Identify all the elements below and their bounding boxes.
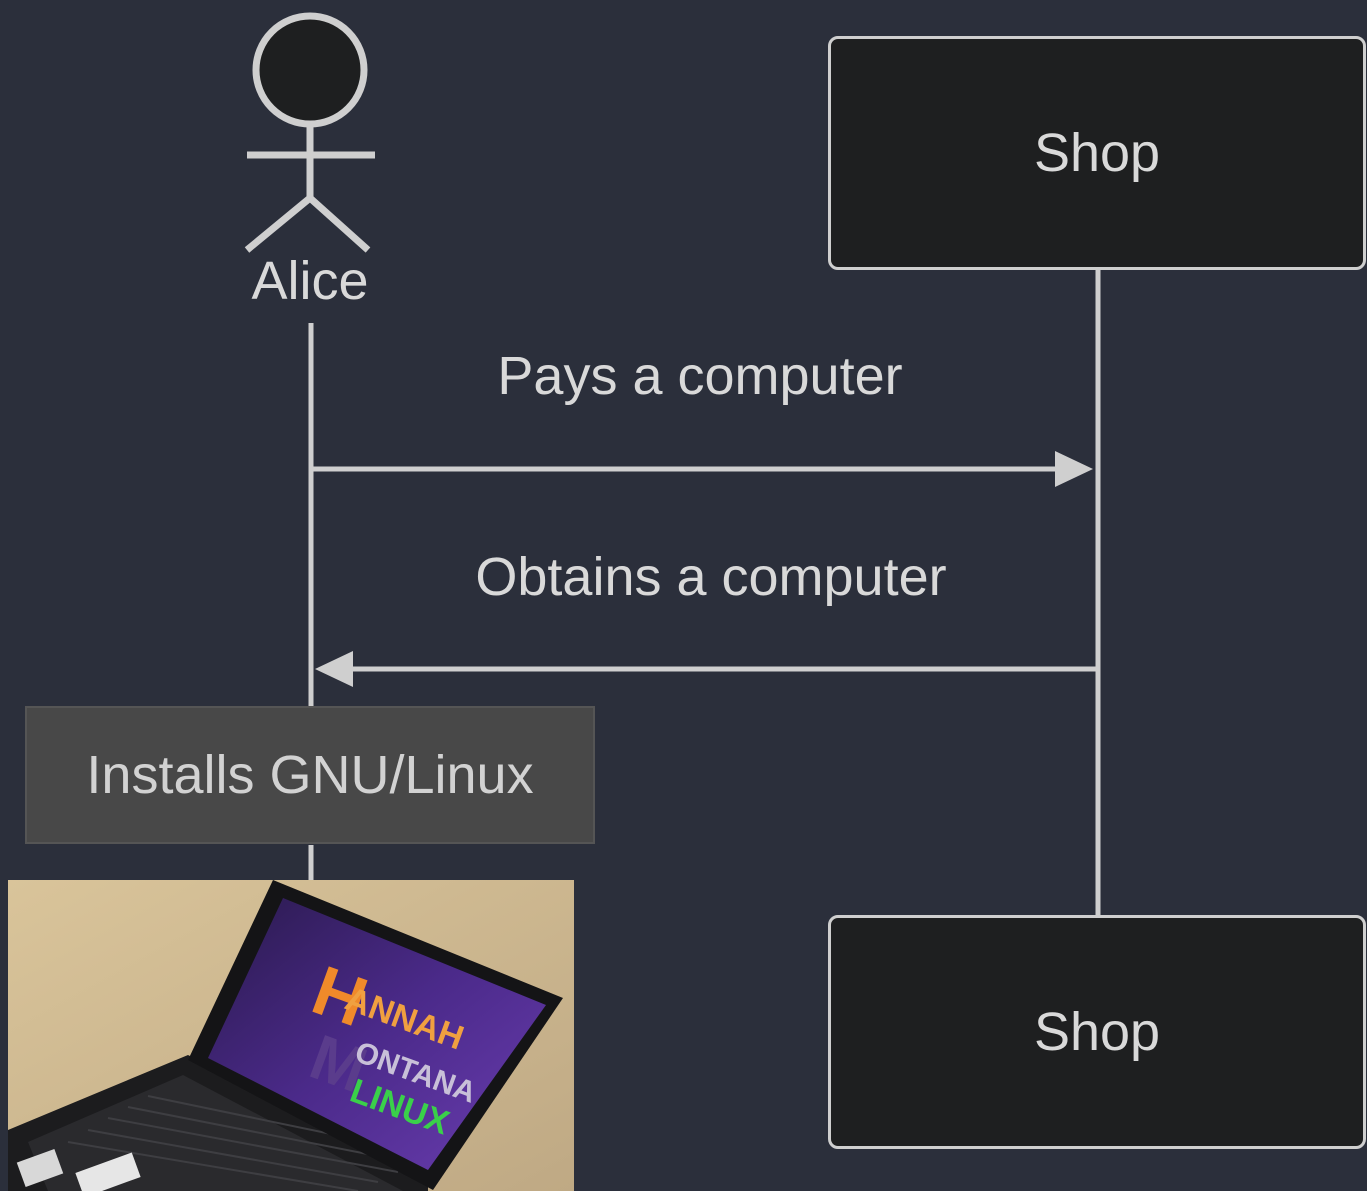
participant-shop-top: Shop	[828, 36, 1366, 270]
laptop-image: H ANNAH M ONTANA LINUX	[8, 880, 574, 1191]
note-label: Installs GNU/Linux	[86, 745, 534, 805]
laptop-photo: H ANNAH M ONTANA LINUX	[8, 880, 574, 1191]
participant-shop-bottom-label: Shop	[1033, 1002, 1161, 1062]
actor-label: Alice	[251, 251, 369, 311]
note-installs-linux: Installs GNU/Linux	[25, 706, 595, 844]
actor-figure-icon	[244, 12, 375, 253]
message-label-obtains: Obtains a computer	[475, 547, 947, 607]
message-arrow-pays	[313, 451, 1093, 487]
message-label-pays: Pays a computer	[497, 346, 903, 406]
message-arrow-obtains	[315, 651, 1096, 687]
participant-shop-bottom: Shop	[828, 915, 1366, 1149]
participant-shop-top-label: Shop	[1033, 123, 1161, 183]
